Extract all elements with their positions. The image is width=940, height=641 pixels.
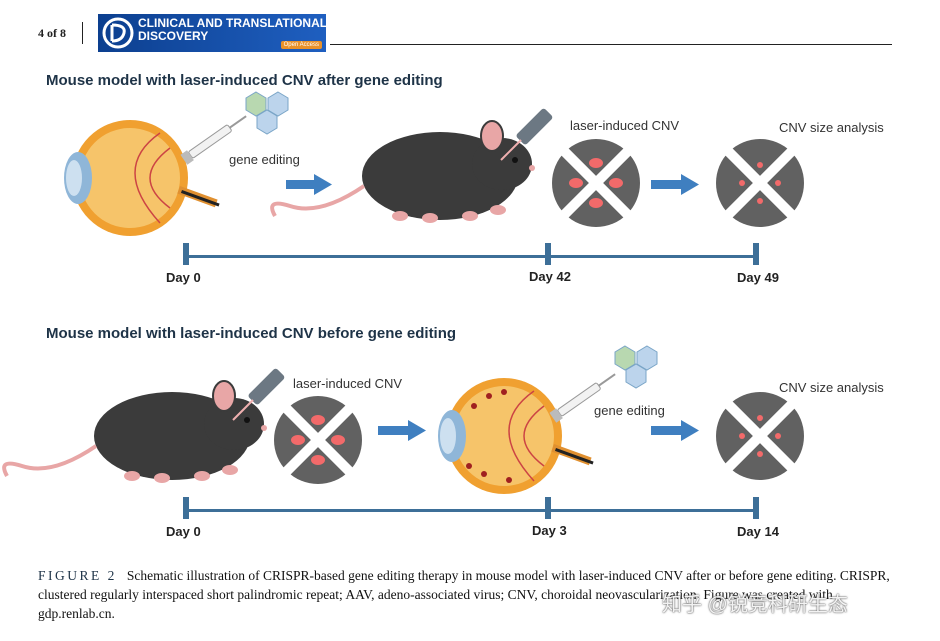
panel1-eye	[63, 119, 221, 237]
header-divider	[82, 22, 83, 44]
panel1-day-label: Day 0	[166, 270, 201, 285]
figure-label: FIGURE 2	[38, 568, 117, 583]
panel2-day-label: Day 0	[166, 524, 201, 539]
journal-name-line1: CLINICAL AND TRANSLATIONAL	[138, 16, 328, 30]
panel2-laser-label: laser-induced CNV	[293, 376, 403, 391]
panel2-aav-icon	[614, 345, 658, 389]
journal-logo: CLINICAL AND TRANSLATIONAL DISCOVERY Ope…	[98, 14, 327, 52]
open-access-badge: Open Access	[280, 41, 322, 49]
panel2-analysis-label: CNV size analysis	[779, 380, 884, 395]
panel2-gene-editing-label: gene editing	[594, 403, 665, 418]
header-rule	[330, 44, 892, 45]
panel1-timeline	[183, 243, 759, 265]
panel1-aav-icon	[245, 91, 289, 135]
panel2-timeline	[183, 497, 759, 519]
panel1-day-label: Day 49	[737, 270, 779, 285]
panel1-gene-editing-label: gene editing	[229, 152, 300, 167]
page-number: 4 of 8	[38, 26, 66, 40]
panel2-mouse	[2, 379, 269, 485]
panel2-day-label: Day 14	[737, 524, 779, 539]
panel1-arrow-1	[286, 174, 332, 195]
panel2-arrow-2	[651, 420, 699, 441]
watermark: 知乎 @锐竞科研生态	[662, 594, 848, 616]
journal-logo-icon	[102, 17, 134, 49]
panel2-day-label: Day 3	[532, 523, 567, 538]
caption-text: Schematic illustration of CRISPR-based g…	[38, 568, 890, 621]
panel2-title: Mouse model with laser-induced CNV befor…	[46, 325, 457, 342]
panel1-fundus-lesions	[550, 137, 642, 229]
panel2-arrow-1	[378, 420, 426, 441]
panel1-fundus-analysis	[714, 137, 806, 229]
panel2-fundus-analysis	[714, 390, 806, 482]
panel1-laser-label: laser-induced CNV	[570, 118, 680, 133]
panel1-day-label: Day 42	[529, 269, 571, 284]
panel2-fundus-lesions	[272, 394, 364, 486]
journal-name-line2: DISCOVERY	[138, 29, 209, 43]
panel1-title: Mouse model with laser-induced CNV after…	[46, 72, 443, 89]
panel2-eye-cnv	[437, 377, 595, 495]
panel1-analysis-label: CNV size analysis	[779, 120, 884, 135]
journal-name: CLINICAL AND TRANSLATIONAL DISCOVERY	[138, 17, 327, 43]
panel1-mouse	[270, 119, 537, 225]
panel1-arrow-2	[651, 174, 699, 195]
